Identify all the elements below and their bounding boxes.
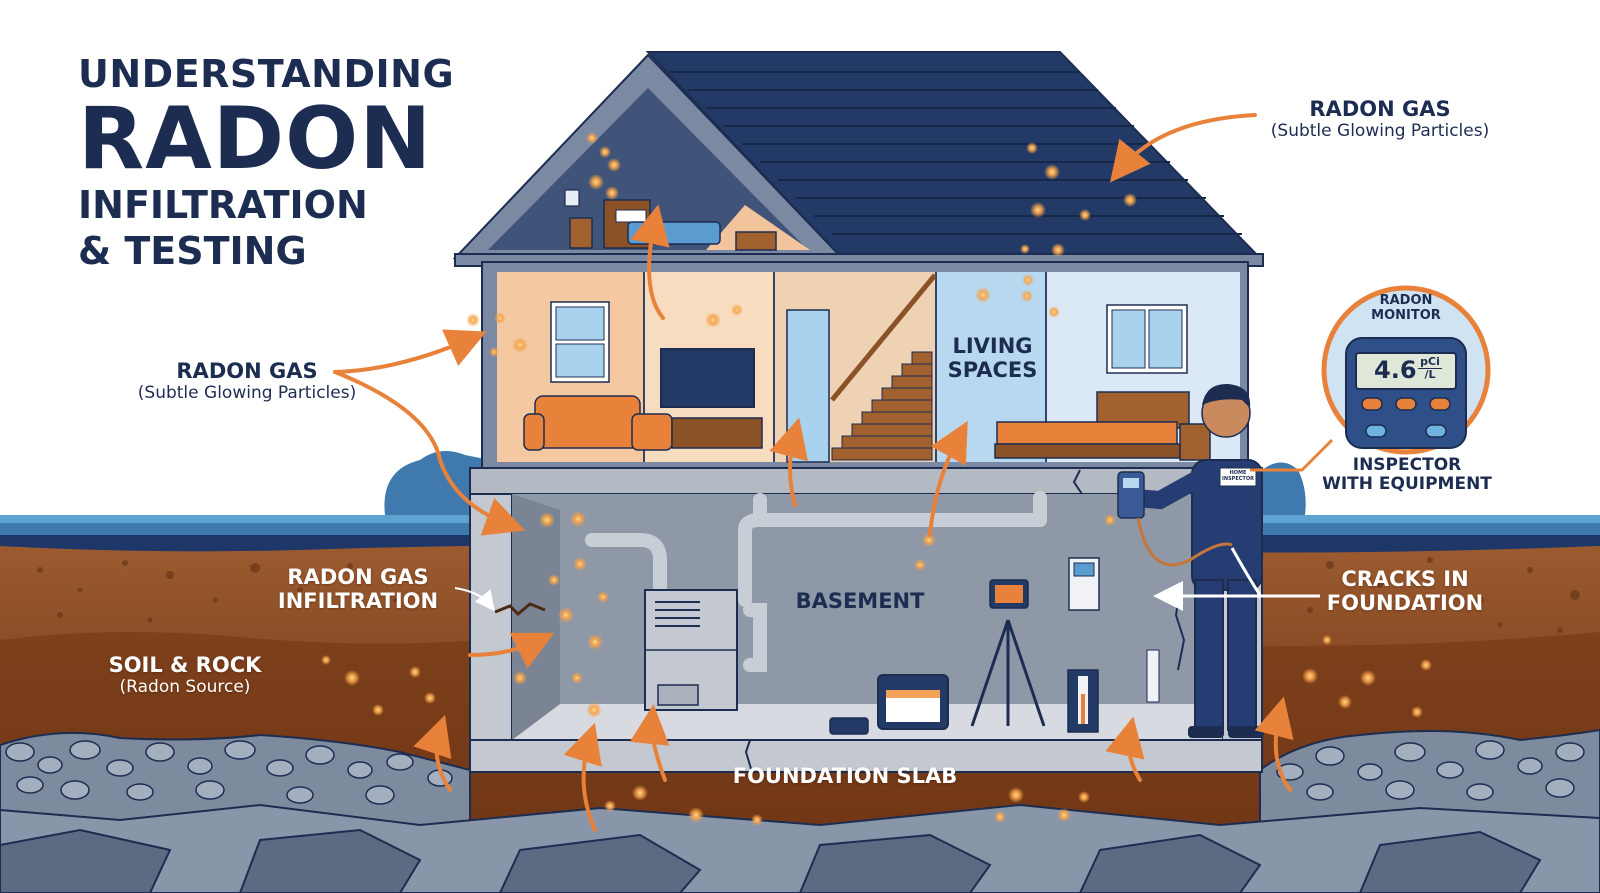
label-foundation-slab: FOUNDATION SLAB (732, 764, 958, 788)
label-inspector: INSPECTOR WITH EQUIPMENT (1322, 455, 1492, 495)
inspector-badge: HOME INSPECTOR (1222, 470, 1254, 482)
title-line-3: INFILTRATION (78, 183, 368, 227)
label-radon-gas-left: RADON GAS (Subtle Glowing Particles) (137, 359, 357, 403)
radon-flow-arrows (333, 113, 1294, 832)
infiltration-pointer (454, 587, 495, 612)
title-line-2: RADON (78, 89, 433, 189)
title-line-4: & TESTING (78, 229, 307, 273)
radon-reading-unit: pCi /L (1418, 356, 1442, 381)
title-line-1: UNDERSTANDING (78, 52, 455, 96)
label-basement: BASEMENT (795, 589, 925, 613)
inspector-figure (1117, 383, 1264, 738)
house (452, 51, 1264, 773)
page-title: UNDERSTANDING RADON INFILTRATION & TESTI… (78, 52, 454, 274)
label-radon-gas-infiltration: RADON GAS INFILTRATION (277, 565, 439, 613)
radon-reading-value: 4.6 (1374, 356, 1417, 384)
radon-monitor-title: RADON MONITOR (1371, 293, 1441, 323)
label-soil-rock: SOIL & ROCK (Radon Source) (108, 653, 262, 697)
label-living-spaces: LIVING SPACES (947, 334, 1038, 382)
radon-particles (321, 132, 1432, 826)
label-cracks-in-foundation: CRACKS IN FOUNDATION (1326, 567, 1484, 615)
radon-monitor-callout (1250, 285, 1491, 472)
label-radon-gas-roof: RADON GAS (Subtle Glowing Particles) (1270, 97, 1490, 141)
